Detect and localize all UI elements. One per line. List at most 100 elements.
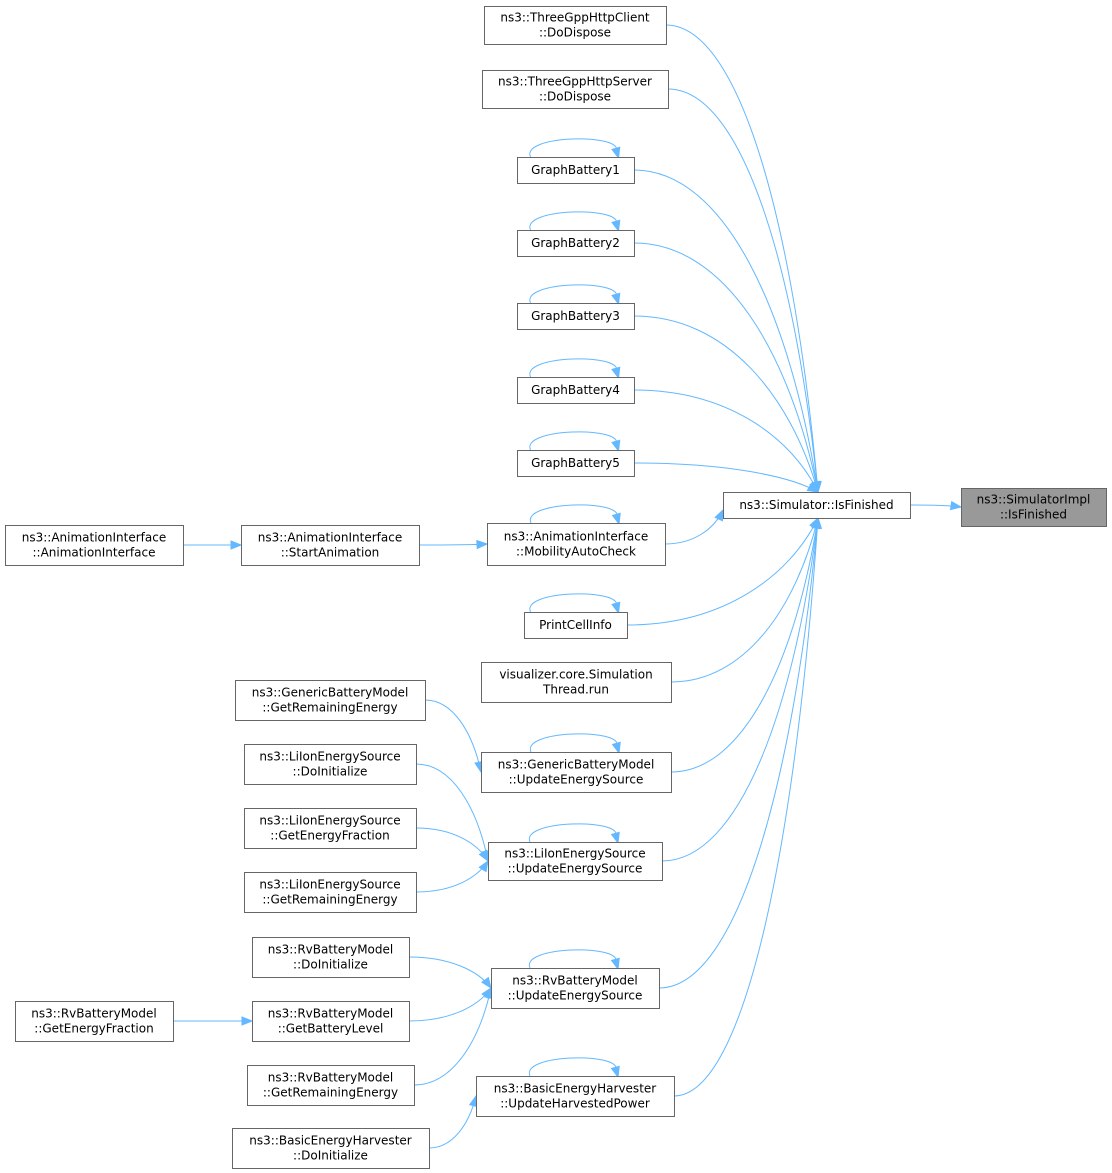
node-simfin[interactable]: ns3::Simulator::IsFinished — [723, 492, 911, 519]
node-label-line: ::GetBatteryLevel — [278, 1022, 384, 1036]
edge-gb5-to-simfin — [633, 462, 820, 493]
edge-simfin-to-root — [909, 500, 963, 511]
node-gb4[interactable]: GraphBattery4 — [517, 377, 635, 404]
node-li-frac[interactable]: ns3::LiIonEnergySource::GetEnergyFractio… — [244, 808, 417, 849]
node-label-line: ::DoInitialize — [293, 958, 368, 972]
node-label-line: ::DoInitialize — [293, 765, 368, 779]
node-beh-init[interactable]: ns3::BasicEnergyHarvester::DoInitialize — [232, 1128, 430, 1169]
node-label-line: ns3::AnimationInterface — [22, 531, 166, 545]
edge-gbm_update-to-gbm_update — [530, 733, 621, 755]
node-rv-level[interactable]: ns3::RvBatteryModel::GetBatteryLevel — [252, 1001, 410, 1042]
node-label-line: Thread.run — [542, 683, 609, 697]
edge-beh_init-to-beh_update — [428, 1094, 479, 1149]
node-gb1[interactable]: GraphBattery1 — [517, 157, 635, 184]
node-label-line: ::DoDispose — [539, 26, 611, 40]
edge-rv_level-to-rv_update — [408, 986, 492, 1022]
node-label-line: ns3::SimulatorImpl — [977, 493, 1091, 507]
call-edges — [173, 24, 963, 1149]
node-label-line: ns3::RvBatteryModel — [268, 1071, 393, 1085]
node-li-update[interactable]: ns3::LiIonEnergySource::UpdateEnergySour… — [488, 842, 663, 881]
node-animctor[interactable]: ns3::AnimationInterface::AnimationInterf… — [5, 525, 184, 566]
node-label-line: GraphBattery1 — [531, 163, 620, 177]
node-gb3[interactable]: GraphBattery3 — [517, 303, 635, 330]
node-gbm-rem[interactable]: ns3::GenericBatteryModel::GetRemainingEn… — [235, 680, 426, 721]
node-label-line: ns3::LiIonEnergySource — [259, 878, 400, 892]
edge-li_init-to-li_update — [415, 763, 491, 863]
node-label-line: ns3::AnimationInterface — [258, 531, 402, 545]
node-label-line: ns3::BasicEnergyHarvester — [249, 1134, 411, 1148]
node-gb2[interactable]: GraphBattery2 — [517, 230, 635, 257]
node-label-line: ns3::ThreeGppHttpClient — [500, 11, 650, 25]
function-nodes: ns3::SimulatorImpl::IsFinishedns3::Simul… — [5, 6, 1107, 1169]
edge-httpclient-to-simfin — [665, 24, 822, 494]
node-rv-rem[interactable]: ns3::RvBatteryModel::GetRemainingEnergy — [247, 1065, 415, 1106]
node-gb5[interactable]: GraphBattery5 — [517, 450, 635, 477]
edge-mobility-to-simfin — [664, 508, 724, 545]
node-root: ns3::SimulatorImpl::IsFinished — [961, 488, 1107, 527]
edge-gb1-to-gb1 — [529, 138, 621, 160]
edge-gb4-to-simfin — [633, 389, 819, 494]
edge-li_rem-to-li_update — [415, 859, 489, 893]
node-label-line: GraphBattery3 — [531, 309, 620, 323]
node-label-line: ns3::RvBatteryModel — [31, 1007, 156, 1021]
node-label-line: GraphBattery5 — [531, 456, 620, 470]
node-label-line: ::GetEnergyFraction — [270, 829, 389, 843]
node-label-line: ns3::LiIonEnergySource — [259, 814, 400, 828]
node-label-line: ::GetRemainingEnergy — [263, 1086, 398, 1100]
edge-visualizer-to-simfin — [670, 516, 821, 683]
node-label-line: ::UpdateEnergySource — [508, 989, 643, 1003]
edge-beh_update-to-simfin — [673, 516, 823, 1097]
node-label-line: visualizer.core.Simulation — [499, 668, 652, 682]
edge-gb3-to-gb3 — [529, 284, 621, 306]
node-label-line: GraphBattery4 — [531, 383, 620, 397]
node-label-line: ::StartAnimation — [281, 546, 380, 560]
node-label-line: ::DoInitialize — [293, 1149, 368, 1163]
node-label-line: ::GetEnergyFraction — [34, 1022, 153, 1036]
edge-gb5-to-gb5 — [529, 431, 621, 453]
node-rv-frac[interactable]: ns3::RvBatteryModel::GetEnergyFraction — [15, 1001, 174, 1042]
node-li-init[interactable]: ns3::LiIonEnergySource::DoInitialize — [244, 744, 417, 785]
edge-rv_update-to-simfin — [658, 516, 822, 989]
node-label-line: ns3::AnimationInterface — [504, 530, 648, 544]
node-label-line: ::UpdateEnergySource — [509, 773, 644, 787]
node-label-line: ::UpdateEnergySource — [508, 862, 643, 876]
edge-gb1-to-simfin — [633, 169, 822, 494]
node-mobility[interactable]: ns3::AnimationInterface::MobilityAutoChe… — [487, 523, 666, 566]
edge-li_frac-to-li_update — [415, 827, 489, 863]
node-label-line: ::AnimationInterface — [33, 546, 156, 560]
edge-rv_frac-to-rv_level — [173, 1016, 254, 1026]
node-label-line: ns3::ThreeGppHttpServer — [498, 75, 652, 89]
node-startanim[interactable]: ns3::AnimationInterface::StartAnimation — [241, 525, 420, 566]
edge-gb2-to-simfin — [633, 242, 821, 494]
node-rv-update[interactable]: ns3::RvBatteryModel::UpdateEnergySource — [491, 968, 660, 1009]
node-gbm-update[interactable]: ns3::GenericBatteryModel::UpdateEnergySo… — [481, 752, 672, 793]
node-label-line: ns3::LiIonEnergySource — [259, 750, 400, 764]
edge-gbm_rem-to-gbm_update — [424, 699, 484, 774]
node-label-line: ::GetRemainingEnergy — [262, 893, 397, 907]
node-li-rem[interactable]: ns3::LiIonEnergySource::GetRemainingEner… — [244, 872, 417, 913]
node-httpclient[interactable]: ns3::ThreeGppHttpClient::DoDispose — [484, 6, 667, 45]
edge-rv_rem-to-rv_update — [413, 986, 494, 1086]
edge-gb2-to-gb2 — [529, 211, 621, 233]
node-httpserver[interactable]: ns3::ThreeGppHttpServer::DoDispose — [482, 70, 669, 109]
edge-httpserver-to-simfin — [667, 88, 822, 494]
edge-rv_update-to-rv_update — [529, 949, 620, 971]
node-rv-init[interactable]: ns3::RvBatteryModel::DoInitialize — [252, 937, 410, 978]
edge-beh_update-to-beh_update — [529, 1057, 620, 1079]
node-label-line: ::GetRemainingEnergy — [262, 701, 397, 715]
node-printcell[interactable]: PrintCellInfo — [524, 612, 628, 639]
edge-printcell-to-printcell — [529, 593, 621, 615]
node-label-line: ns3::GenericBatteryModel — [252, 686, 409, 700]
node-label-line: ::DoDispose — [539, 90, 611, 104]
edge-startanim-to-mobility — [418, 539, 489, 550]
edge-li_update-to-simfin — [661, 516, 822, 862]
node-label-line: PrintCellInfo — [539, 618, 612, 632]
edge-li_update-to-li_update — [529, 823, 620, 845]
node-label-line: ns3::RvBatteryModel — [512, 974, 637, 988]
node-label-line: ns3::Simulator::IsFinished — [739, 498, 893, 512]
node-label-line: ns3::LiIonEnergySource — [504, 847, 645, 861]
node-beh-update[interactable]: ns3::BasicEnergyHarvester::UpdateHarvest… — [476, 1076, 675, 1117]
node-label-line: ::UpdateHarvestedPower — [500, 1097, 650, 1111]
